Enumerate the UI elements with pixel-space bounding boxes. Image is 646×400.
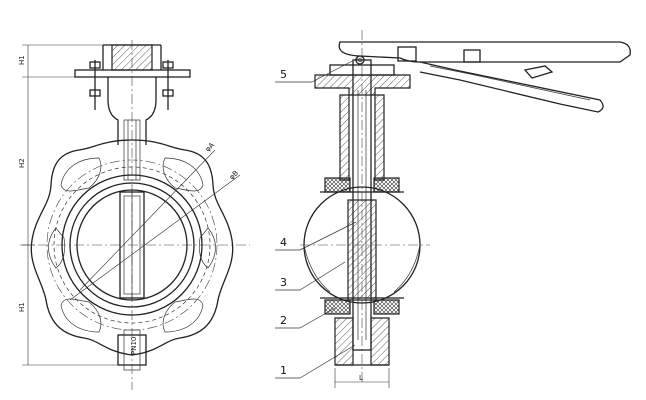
front-view: φA φB PN10 H1 H2 H1 bbox=[18, 40, 250, 390]
dim-h2: H2 bbox=[18, 158, 26, 168]
part-number-3: 3 bbox=[280, 276, 287, 289]
part-leaders bbox=[275, 57, 359, 379]
body-mark: PN10 bbox=[130, 337, 138, 355]
part-number-1: 1 bbox=[280, 364, 287, 377]
part-number-2: 2 bbox=[280, 314, 287, 327]
dim-h1-top: H1 bbox=[18, 55, 26, 65]
part-number-4: 4 bbox=[280, 236, 287, 249]
part-number-5: 5 bbox=[280, 68, 287, 81]
dim-h1-bottom: H1 bbox=[18, 302, 26, 312]
diameter-label-b: φB bbox=[228, 169, 240, 181]
diameter-label-a: φA bbox=[204, 141, 216, 153]
side-view: L 5 4 3 2 1 bbox=[275, 30, 631, 388]
width-dim-label: L bbox=[359, 374, 363, 382]
